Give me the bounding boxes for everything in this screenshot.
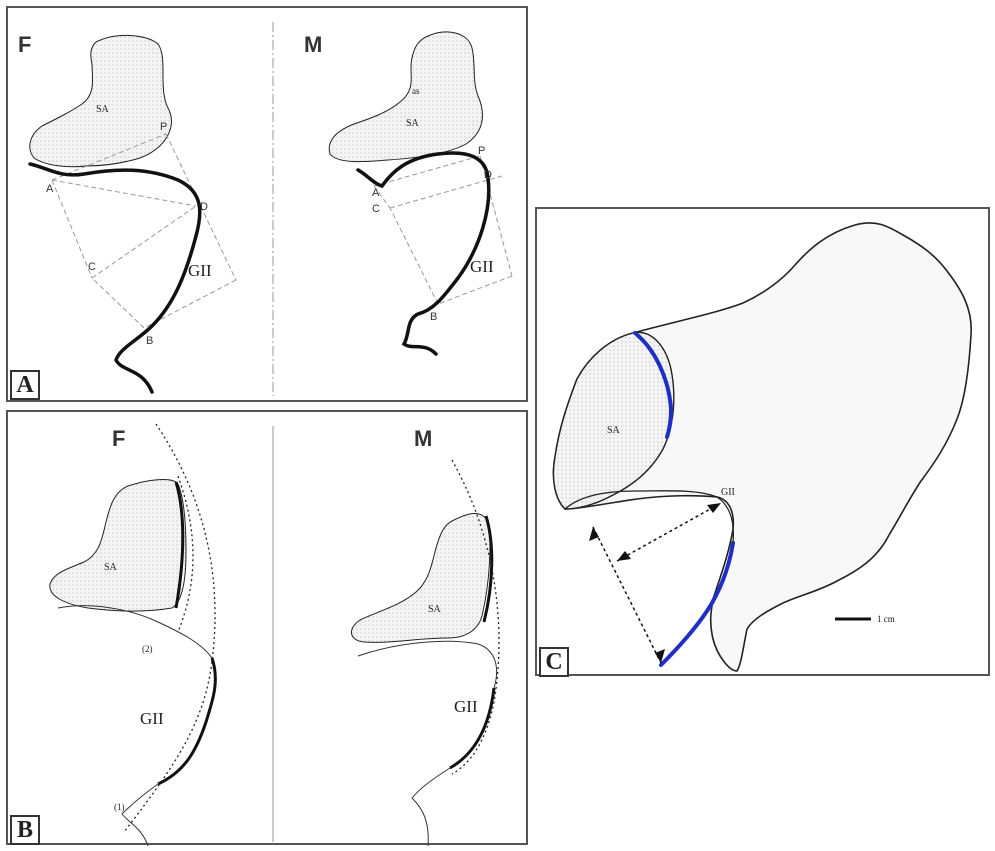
point-a-m: A — [372, 187, 380, 199]
note-2-b-f: (2) — [142, 644, 153, 654]
panel-a-letter: A — [10, 370, 40, 400]
greater-ischiadic-notch-m — [358, 153, 489, 354]
panel-c-drawing: SA GII 1 cm — [537, 209, 992, 678]
panel-a-sex-f: F — [18, 32, 31, 57]
point-b-f: B — [146, 335, 153, 347]
gii-label-b-f: GII — [140, 709, 164, 728]
panel-b-sex-m: M — [414, 426, 432, 451]
sa-label-f: SA — [96, 104, 110, 115]
as-label-m: as — [412, 86, 420, 96]
gii-label-b-m: GII — [454, 697, 478, 716]
notch-upper-b-m — [358, 641, 497, 688]
panel-b-drawing: F SA (2) (1) GII M SA GII — [8, 412, 530, 847]
panel-c-letter: C — [539, 647, 569, 677]
sa-label-b-f: SA — [104, 562, 118, 573]
point-c-m: C — [372, 203, 380, 215]
point-p-m: P — [478, 145, 485, 157]
gii-label-m: GII — [470, 257, 494, 276]
point-a-f: A — [46, 183, 54, 195]
panel-a: F SA A P D C B GII M SA as — [6, 6, 528, 402]
gii-label-f: GII — [188, 261, 212, 280]
sa-label-m: SA — [406, 118, 420, 129]
sacroiliac-area-b-f — [50, 480, 186, 611]
sacroiliac-area-f — [30, 35, 172, 166]
sa-label-b-m: SA — [428, 604, 442, 615]
sacroiliac-area-m — [329, 32, 482, 162]
point-d-f: D — [200, 201, 208, 213]
sa-label-c: SA — [607, 425, 621, 436]
arrowhead-4 — [707, 503, 721, 513]
panel-b: F SA (2) (1) GII M SA GII B — [6, 410, 528, 845]
panel-a-sex-m: M — [304, 32, 322, 57]
point-b-m: B — [430, 311, 437, 323]
point-p-f: P — [160, 121, 167, 133]
panel-a-drawing: F SA A P D C B GII M SA as — [8, 8, 530, 404]
gii-label-c: GII — [721, 487, 735, 498]
notch-lower-b-m — [412, 768, 450, 846]
arrowhead-3 — [617, 551, 631, 561]
panel-c: SA GII 1 cm C — [535, 207, 990, 676]
panel-b-letter: B — [10, 815, 40, 845]
sacroiliac-area-b-m — [351, 514, 490, 643]
greater-ischiadic-notch-b-f — [158, 658, 215, 784]
panel-b-sex-f: F — [112, 426, 125, 451]
point-c-f: C — [88, 261, 96, 273]
greater-ischiadic-notch-f — [30, 164, 200, 392]
measure-arrows — [593, 503, 721, 663]
scale-label: 1 cm — [877, 614, 895, 624]
point-d-m: D — [484, 169, 492, 181]
note-1-b-f: (1) — [114, 802, 125, 812]
arrowhead-1 — [589, 527, 599, 541]
notch-upper-b-f — [58, 606, 212, 658]
